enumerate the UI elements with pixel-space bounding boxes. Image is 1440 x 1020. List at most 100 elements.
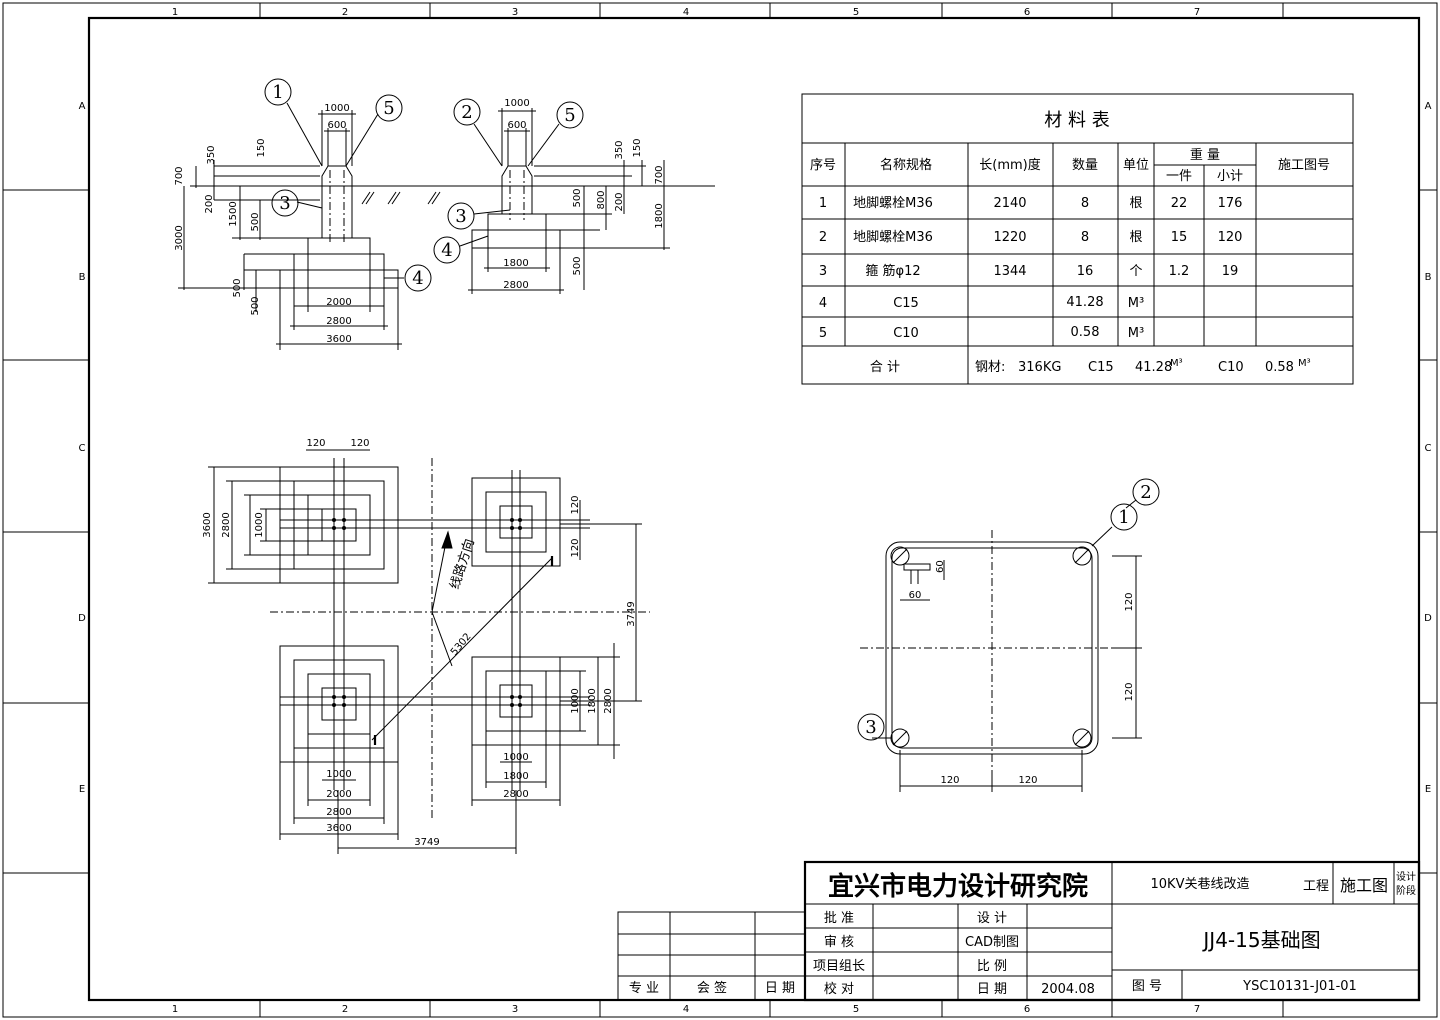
plan-dims: 120 120 3600 2800 1000 120 120 3749 1000… <box>202 438 637 848</box>
header-length: 长(mm)度 <box>979 157 1040 173</box>
dim-label: 500 <box>250 212 261 231</box>
dim-label: 600 <box>507 120 526 131</box>
svg-text:1: 1 <box>272 82 283 103</box>
row-label-check: 校 对 <box>824 981 854 997</box>
col-label: 6 <box>1024 7 1030 18</box>
drawing-no-label: 图 号 <box>1132 979 1162 994</box>
dim-label: 2800 <box>603 688 614 713</box>
svg-text:0.58: 0.58 <box>1071 325 1100 340</box>
col-label: 7 <box>1194 7 1200 18</box>
col-label: 3 <box>512 1004 518 1015</box>
row-label-approve: 批 准 <box>824 911 854 926</box>
dim-label: 1000 <box>504 98 529 109</box>
diag-dim-label: 5302 <box>449 631 474 658</box>
svg-text:5: 5 <box>383 98 394 119</box>
callout-2-right: 2 <box>453 98 481 126</box>
foundation-plan-tr <box>471 477 561 567</box>
project-suffix: 工程 <box>1303 879 1329 894</box>
svg-text:1: 1 <box>1118 507 1129 528</box>
left-section-dims: 1000 600 350 150 700 200 1500 500 3000 5… <box>174 103 352 345</box>
header-weight: 重 量 <box>1190 147 1220 163</box>
dim-label: 3600 <box>202 512 213 537</box>
dim-label: 60 <box>935 560 946 573</box>
table-total-row: 合 计 钢材: 316KG C15 41.28 M³ C10 0.58 M³ <box>870 358 1311 375</box>
dim-label: 150 <box>632 138 643 157</box>
right-foundation <box>468 108 670 294</box>
svg-text:4: 4 <box>819 296 827 311</box>
svg-text:41.28: 41.28 <box>1135 360 1172 375</box>
dim-label: 1000 <box>254 512 265 537</box>
svg-text:16: 16 <box>1077 264 1094 279</box>
dim-label: 120 <box>570 495 581 514</box>
header-unit: 单位 <box>1123 158 1149 173</box>
svg-text:0.58: 0.58 <box>1265 360 1294 375</box>
col-label: 1 <box>172 7 178 18</box>
dim-label: 200 <box>204 194 215 213</box>
dim-label: 350 <box>614 140 625 159</box>
svg-text:5: 5 <box>564 105 575 126</box>
dim-label: 120 <box>1018 775 1037 786</box>
svg-text:根: 根 <box>1129 230 1142 245</box>
col-label: 4 <box>683 7 689 18</box>
dim-label: 350 <box>206 145 217 164</box>
col-label: 1 <box>172 1004 178 1015</box>
col-label: 2 <box>342 7 348 18</box>
row-zones: A B C D E A B C D E <box>3 101 1437 874</box>
dim-label: 600 <box>327 120 346 131</box>
dim-label: 1800 <box>503 258 528 269</box>
row-label: C <box>1425 443 1432 454</box>
foundation-plan-tl <box>279 466 399 584</box>
callout-4-right: 4 <box>433 236 461 264</box>
svg-text:钢材:: 钢材: <box>975 360 1005 375</box>
row-label: A <box>79 101 86 112</box>
dim-label: 500 <box>572 188 583 207</box>
title-block: 宜兴市电力设计研究院 10KV关巷线改造 工程 施工图 设计 阶段 JJ4-15… <box>617 860 1421 1002</box>
stage-label-2: 阶段 <box>1396 884 1416 897</box>
svg-text:8: 8 <box>1081 230 1089 245</box>
stirrup-detail: 60 60 120 120 120 120 2 1 3 <box>857 478 1160 792</box>
row-label-date: 日 期 <box>977 982 1007 997</box>
section-leaders <box>286 102 560 279</box>
dim-label: 2000 <box>326 789 351 800</box>
header-weight-each: 一件 <box>1166 169 1192 184</box>
svg-text:地脚螺栓M36: 地脚螺栓M36 <box>853 195 933 211</box>
dim-label: 1800 <box>503 771 528 782</box>
stage: 施工图 <box>1340 876 1388 895</box>
callout-5-left: 5 <box>375 94 403 122</box>
dim-label: 1000 <box>326 769 351 780</box>
dim-label: 800 <box>596 190 607 209</box>
dim-label: 1800 <box>587 688 598 713</box>
svg-text:120: 120 <box>1218 230 1243 245</box>
header-weight-sub: 小计 <box>1217 169 1243 184</box>
dim-label: 2800 <box>503 280 528 291</box>
callout-2-detail: 2 <box>1132 478 1160 506</box>
row-label-leader: 项目组长 <box>813 959 865 974</box>
svg-text:C10: C10 <box>1218 360 1244 375</box>
svg-text:2: 2 <box>1140 482 1151 503</box>
svg-text:2: 2 <box>819 230 827 245</box>
callout-3-detail: 3 <box>857 713 885 741</box>
svg-text:M³: M³ <box>1128 296 1144 311</box>
callout-5-right: 5 <box>556 101 584 129</box>
dim-label: 120 <box>350 438 369 449</box>
svg-text:1: 1 <box>819 196 827 211</box>
svg-text:地脚螺栓M36: 地脚螺栓M36 <box>853 229 933 245</box>
svg-text:176: 176 <box>1218 196 1243 211</box>
dim-label: 200 <box>614 192 625 211</box>
callout-4-left: 4 <box>404 264 432 292</box>
svg-text:3: 3 <box>455 206 466 227</box>
svg-text:1.2: 1.2 <box>1169 264 1190 279</box>
header-drawing-no: 施工图号 <box>1278 158 1330 173</box>
plan-view: 线路方向 5302 <box>202 438 650 854</box>
dim-label: 150 <box>256 138 267 157</box>
row-label-cad: CAD制图 <box>965 935 1019 950</box>
drawing-no: YSC10131-J01-01 <box>1242 979 1357 994</box>
dim-label: 120 <box>1124 592 1135 611</box>
dim-label: 120 <box>570 538 581 557</box>
plan-bolts <box>332 518 522 707</box>
dim-label: 500 <box>250 296 261 315</box>
dim-label: 1500 <box>228 201 239 226</box>
callout-1-left: 1 <box>264 78 292 106</box>
plan-axis-lines <box>280 458 590 790</box>
